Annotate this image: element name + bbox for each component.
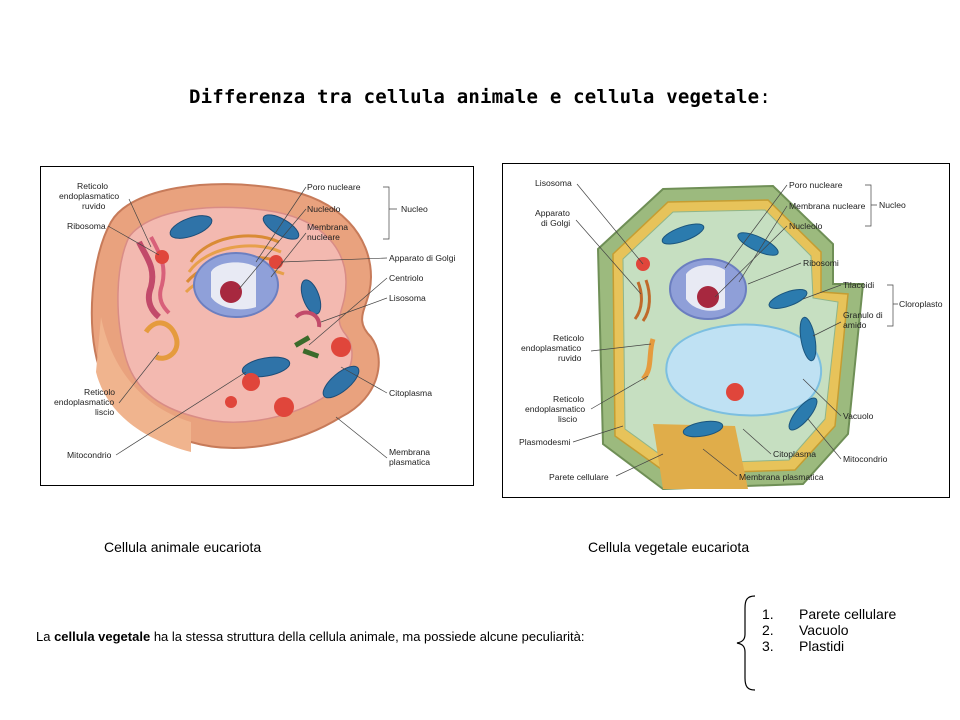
animal-label-reticolo-ruvido-3: ruvido <box>82 201 106 211</box>
plant-nucleolus <box>697 286 719 308</box>
animal-cell-diagram: Reticolo endoplasmatico ruvido Ribosoma … <box>54 181 455 467</box>
peculiarities-list: 1. Parete cellulare 2. Vacuolo 3. Plastidi <box>762 606 896 654</box>
animal-smooth-er <box>143 320 180 361</box>
plant-label-apparato-2: di Golgi <box>541 218 570 228</box>
plant-label-reticolo-ruvido: Reticolo <box>553 333 584 343</box>
plant-label-parete-cellulare: Parete cellulare <box>549 472 609 482</box>
title-text: Differenza tra cellula animale e cellula… <box>189 86 760 108</box>
animal-label-apparato-golgi: Apparato di Golgi <box>389 253 455 263</box>
plant-label-granulo: Granulo di <box>843 310 883 320</box>
animal-label-reticolo-liscio-3: liscio <box>95 407 114 417</box>
title-colon: : <box>759 86 771 108</box>
animal-label-reticolo-liscio-2: endoplasmatico <box>54 397 114 407</box>
animal-label-membrana-plasmatica-2: plasmatica <box>389 457 430 467</box>
animal-lysosomes <box>155 250 351 417</box>
plant-label-mitocondrio: Mitocondrio <box>843 454 888 464</box>
animal-cell-caption: Cellula animale eucariota <box>104 539 262 555</box>
plant-label-lisosoma: Lisosoma <box>535 178 572 188</box>
plant-rough-er <box>641 338 656 381</box>
plant-vacuole <box>665 323 822 417</box>
plant-chloroplasts <box>661 223 818 438</box>
plant-golgi <box>633 279 651 322</box>
animal-cell-figure: Reticolo endoplasmatico ruvido Ribosoma … <box>40 166 474 486</box>
list-item-number: 3. <box>762 638 774 654</box>
animal-label-nucleolo: Nucleolo <box>307 204 341 214</box>
animal-label-reticolo-ruvido-2: endoplasmatico <box>59 191 119 201</box>
animal-centriole <box>294 335 320 359</box>
list-item-number: 1. <box>762 606 774 622</box>
description-prefix: La <box>36 629 55 644</box>
list-item: 1. Parete cellulare <box>762 606 896 622</box>
animal-label-reticolo-ruvido: Reticolo <box>77 181 108 191</box>
plant-label-reticolo-liscio: Reticolo <box>553 394 584 404</box>
animal-label-lisosoma: Lisosoma <box>389 293 426 303</box>
plant-label-cloroplasto: Cloroplasto <box>899 299 943 309</box>
list-item: 2. Vacuolo <box>762 622 896 638</box>
plant-label-reticolo-ruvido-2: endoplasmatico <box>521 343 581 353</box>
left-brace-icon <box>736 595 756 691</box>
description-suffix: ha la stessa struttura della cellula ani… <box>150 629 585 644</box>
plant-label-tilacoidi: Tilacoidi <box>843 280 874 290</box>
plant-label-granulo-2: amido <box>843 320 867 330</box>
plant-label-ribosomi: Ribosomi <box>803 258 839 268</box>
animal-label-membrana-plasmatica: Membrana <box>389 447 430 457</box>
animal-label-ribosoma: Ribosoma <box>67 221 106 231</box>
description-bold: cellula vegetale <box>54 629 151 644</box>
plant-label-reticolo-liscio-2: endoplasmatico <box>525 404 585 414</box>
list-item-text: Vacuolo <box>799 622 849 638</box>
page-title: Differenza tra cellula animale e cellula… <box>0 86 960 108</box>
plant-label-membrana-plasmatica: Membrana plasmatica <box>739 472 824 482</box>
animal-label-reticolo-liscio: Reticolo <box>84 387 115 397</box>
animal-nucleolus <box>220 281 242 303</box>
list-item: 3. Plastidi <box>762 638 896 654</box>
plant-label-apparato: Apparato <box>535 208 570 218</box>
animal-label-mitocondrio: Mitocondrio <box>67 450 112 460</box>
list-item-text: Parete cellulare <box>799 606 897 622</box>
plant-cell-figure: Lisosoma Apparato di Golgi Reticolo endo… <box>502 163 950 498</box>
plant-wall-cut <box>653 424 748 489</box>
animal-mitochondria <box>169 214 360 399</box>
plant-cell-caption: Cellula vegetale eucariota <box>588 539 750 555</box>
animal-cut-face <box>96 317 191 452</box>
animal-lysosome-er <box>294 310 322 328</box>
plant-label-vacuolo: Vacuolo <box>843 411 874 421</box>
plant-label-poro-nucleare: Poro nucleare <box>789 180 843 190</box>
plant-label-nucleo: Nucleo <box>879 200 906 210</box>
list-item-number: 2. <box>762 622 774 638</box>
description-paragraph: La cellula vegetale ha la stessa struttu… <box>36 629 585 644</box>
animal-label-poro-nucleare: Poro nucleare <box>307 182 361 192</box>
plant-label-membrana-nucleare: Membrana nucleare <box>789 201 866 211</box>
animal-label-membrana-nucleare: Membrana <box>307 222 348 232</box>
plant-label-citoplasma: Citoplasma <box>773 449 816 459</box>
animal-label-centriolo: Centriolo <box>389 273 424 283</box>
plant-label-plasmodesmi: Plasmodesmi <box>519 437 571 447</box>
animal-label-membrana-nucleare-2: nucleare <box>307 232 340 242</box>
animal-label-citoplasma: Citoplasma <box>389 388 432 398</box>
plant-label-reticolo-ruvido-3: ruvido <box>558 353 582 363</box>
animal-rough-er-2 <box>149 236 171 315</box>
plant-cell-diagram: Lisosoma Apparato di Golgi Reticolo endo… <box>519 178 943 491</box>
animal-label-nucleo: Nucleo <box>401 204 428 214</box>
list-item-text: Plastidi <box>799 638 845 654</box>
animal-rough-er <box>136 240 162 320</box>
plant-label-reticolo-liscio-3: liscio <box>558 414 577 424</box>
plant-label-nucleolo: Nucleolo <box>789 221 823 231</box>
